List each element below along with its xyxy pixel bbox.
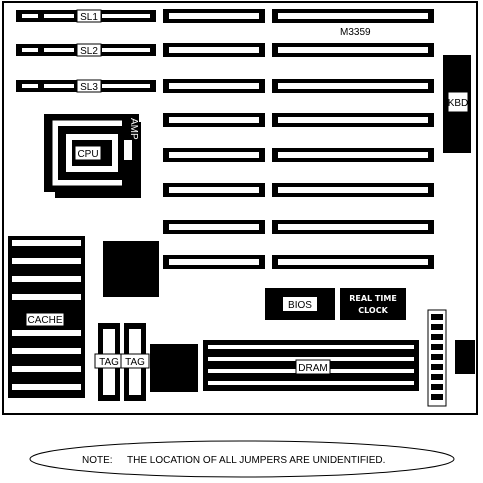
board-model-label: M3359 — [340, 27, 371, 38]
cache-label: CACHE — [27, 315, 62, 326]
simm-slot-sl3: SL3 — [16, 79, 156, 93]
cpu-label: CPU — [77, 149, 98, 160]
amp-label: AMP — [128, 118, 139, 140]
rtc-label-line1: REAL TIME — [349, 294, 397, 303]
tag-chip-1: TAG — [94, 323, 124, 401]
note-text: THE LOCATION OF ALL JUMPERS ARE UNIDENTI… — [127, 455, 385, 466]
cache-sram-bank: CACHE — [8, 236, 85, 398]
power-connector — [427, 309, 447, 407]
isa-slots-right — [272, 9, 434, 269]
simm-slot-sl2: SL2 — [16, 43, 156, 57]
rtc-label-line2: CLOCK — [358, 306, 388, 315]
simm-slot-sl1: SL1 — [16, 9, 156, 23]
slot-label-sl2: SL2 — [80, 46, 98, 57]
bios-label: BIOS — [288, 300, 312, 311]
note-label: NOTE: — [82, 455, 113, 466]
dram-label: DRAM — [298, 363, 327, 374]
isa-slots-middle — [163, 9, 265, 269]
kbd-label: KBD — [448, 98, 469, 109]
note-callout: NOTE: THE LOCATION OF ALL JUMPERS ARE UN… — [29, 440, 455, 478]
slot-label-sl3: SL3 — [80, 82, 98, 93]
real-time-clock-chip: REAL TIME CLOCK — [340, 288, 406, 320]
bios-chip: BIOS — [265, 288, 335, 320]
rear-port-connector — [455, 340, 475, 374]
controller-chip — [150, 344, 198, 392]
keyboard-connector: KBD — [443, 55, 471, 153]
slot-label-sl1: SL1 — [80, 12, 98, 23]
chipset-chip — [103, 241, 159, 297]
cpu-socket: CPU AMP — [44, 114, 141, 198]
dram-sockets: DRAM — [203, 340, 419, 391]
tag-label-1: TAG — [99, 357, 119, 368]
tag-label-2: TAG — [125, 357, 145, 368]
tag-chip-2: TAG — [120, 323, 150, 401]
